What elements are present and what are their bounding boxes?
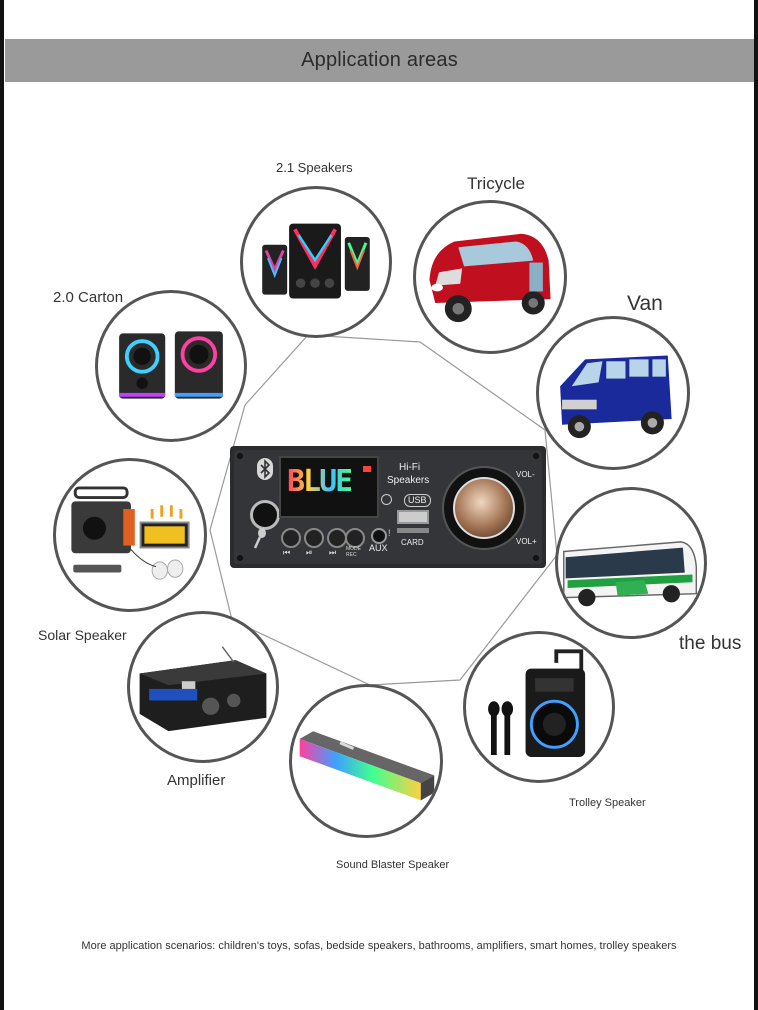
card-label: CARD xyxy=(401,538,424,547)
header-title: Application areas xyxy=(301,49,458,71)
section-header: Application areas xyxy=(5,39,754,82)
volume-knob[interactable] xyxy=(453,477,515,539)
prev-button[interactable] xyxy=(281,528,301,548)
prev-icon: ⏮ xyxy=(283,548,291,557)
vol-minus-label: VOL- xyxy=(516,470,535,479)
display-indicator xyxy=(363,466,371,472)
tricycle-icon xyxy=(429,233,551,323)
play-pause-icon: ⏯ xyxy=(306,548,313,557)
image-tricycle xyxy=(413,200,567,354)
label-sound-blaster-speaker: Sound Blaster Speaker xyxy=(336,859,450,871)
image-van xyxy=(536,316,690,470)
led-display: BLUE xyxy=(279,456,379,518)
image-solar-speaker xyxy=(53,458,207,612)
right-frame-border xyxy=(754,0,758,1010)
footer-text: More application scenarios: children's t… xyxy=(81,940,677,952)
aux-label: AUX xyxy=(369,543,388,553)
usb-label: USB xyxy=(404,494,431,507)
bluetooth-icon xyxy=(257,458,273,480)
bus-icon xyxy=(563,541,698,607)
next-button[interactable] xyxy=(327,528,347,548)
board-title-line2: Speakers xyxy=(387,475,430,486)
label-van: Van xyxy=(627,292,663,315)
aux-port[interactable] xyxy=(371,528,387,544)
rec-label: REC xyxy=(346,552,357,558)
label-trolley-speaker: Trolley Speaker xyxy=(569,797,646,809)
label-solar-speaker: Solar Speaker xyxy=(38,627,127,643)
mic-small-icon: ǃ xyxy=(388,528,391,538)
label-the-bus: the bus xyxy=(679,633,742,654)
volume-knob-ring xyxy=(442,466,526,550)
soundbar-icon xyxy=(299,731,435,801)
microphone-icon xyxy=(253,528,267,550)
mode-button[interactable] xyxy=(345,528,365,548)
mode-label: MODE xyxy=(346,546,361,552)
amplifier-icon xyxy=(139,646,267,732)
label-20-carton: 2.0 Carton xyxy=(53,289,124,306)
play-pause-button[interactable] xyxy=(304,528,324,548)
vol-plus-label: VOL+ xyxy=(516,537,537,546)
usb-port[interactable] xyxy=(397,510,429,524)
image-21-speakers xyxy=(240,186,392,338)
label-amplifier: Amplifier xyxy=(167,772,226,789)
image-trolley-speaker xyxy=(463,631,615,783)
image-bus xyxy=(555,487,707,639)
speakers-21-icon xyxy=(262,223,370,299)
mode-rec-label: MODE REC xyxy=(346,546,361,558)
image-20-carton xyxy=(95,290,247,442)
board-title: Hi-Fi Speakers xyxy=(387,461,429,487)
left-frame-border xyxy=(0,0,4,1010)
solar-speaker-icon xyxy=(71,486,190,580)
usb-indicator-icon xyxy=(381,494,392,505)
label-tricycle: Tricycle xyxy=(467,174,525,193)
aux-jack-icon xyxy=(250,500,280,530)
board-title-line1: Hi-Fi xyxy=(399,462,421,473)
card-slot[interactable] xyxy=(397,528,429,533)
display-text: BLUE xyxy=(287,464,353,499)
carton-speakers-icon xyxy=(119,331,223,399)
next-icon: ⏭ xyxy=(329,548,337,557)
image-amplifier xyxy=(127,611,279,763)
image-sound-blaster-speaker xyxy=(289,684,443,838)
van-icon xyxy=(560,355,672,439)
trolley-speaker-icon xyxy=(488,649,586,757)
label-21-speakers: 2.1 Speakers xyxy=(276,160,353,175)
